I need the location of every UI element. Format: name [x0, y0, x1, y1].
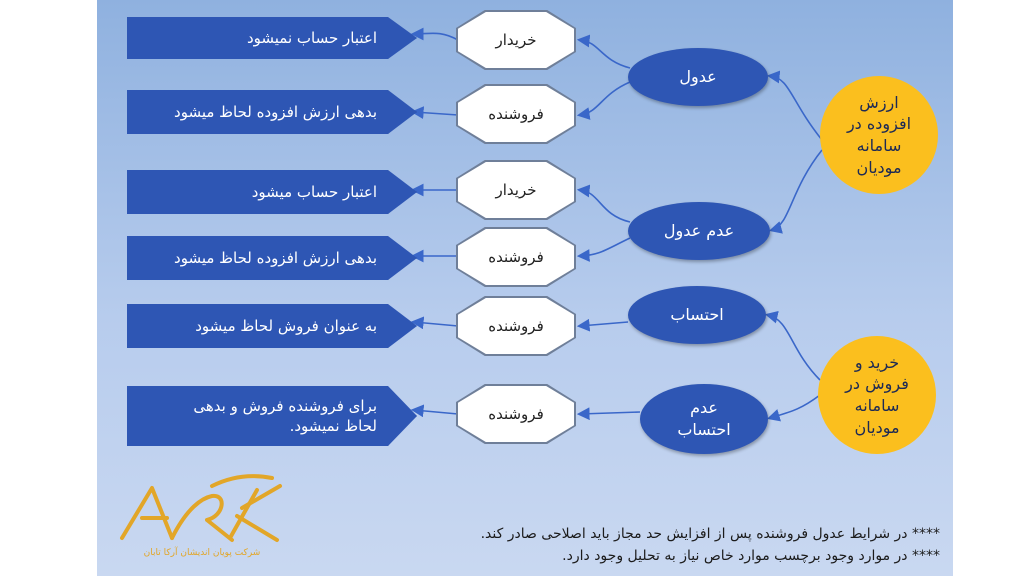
arrow-adam-adol-buyer	[576, 184, 631, 223]
hub-trade-line-2: فروش در	[845, 374, 909, 394]
arrow-hub1-adol	[766, 70, 823, 141]
role-seller-4: فروشنده	[458, 386, 574, 442]
hub-vat-line-4: مودیان	[856, 157, 902, 177]
node-adam-ehtesab-line-1: عدم	[690, 398, 718, 418]
result-6-line-1: برای فروشنده فروش و بدهی	[193, 396, 377, 415]
company-logo	[120, 474, 282, 542]
node-adam-ehtesab: عدم احتساب	[640, 384, 768, 454]
result-box-4: بدهی ارزش افزوده لحاظ میشود	[127, 236, 417, 280]
arrow-adol-seller	[576, 81, 631, 120]
arrow-adam-ehtesab-seller	[576, 407, 641, 421]
footnotes: **** در شرایط عدول فروشنده پس از افزایش …	[380, 524, 940, 567]
result-box-1: اعتبار حساب نمیشود	[127, 17, 417, 59]
hub-vat-line-2: افزوده در	[846, 114, 912, 134]
result-box-5: به عنوان فروش لحاظ میشود	[127, 304, 417, 348]
hub-trade-line-1: خرید و	[854, 352, 900, 372]
hub-trade-line-4: مودیان	[854, 417, 900, 437]
node-ehtesab: احتساب	[628, 286, 766, 344]
result-box-2: بدهی ارزش افزوده لحاظ میشود	[127, 90, 417, 134]
logo-caption: شرکت پویان اندیشان آرکا تابان	[143, 548, 261, 558]
arrow-ehtesab-seller	[576, 318, 629, 332]
result-6-line-2: لحاظ نمیشود.	[289, 417, 377, 435]
role-buyer-2: خریدار	[458, 162, 574, 218]
hub-trade: خرید و فروش در سامانه مودیان	[818, 336, 936, 454]
role-seller-1: فروشنده	[458, 86, 574, 142]
arrow-seller4-result	[410, 404, 459, 418]
result-box-3: اعتبار حساب میشود	[127, 170, 417, 214]
arrow-seller3-result	[410, 316, 459, 330]
hub-vat-line-1: ارزش	[859, 92, 899, 112]
hub-trade-line-3: سامانه	[854, 396, 900, 415]
node-adam-adol: عدم عدول	[628, 202, 770, 260]
footnote-2: **** در موارد وجود برچسب موارد خاص نیاز …	[562, 547, 940, 564]
footnote-1: **** در شرایط عدول فروشنده پس از افزایش …	[480, 526, 940, 542]
arrow-adam-adol-seller	[576, 237, 631, 262]
arrow-hub2-ehtesab	[764, 310, 821, 381]
role-buyer-1: خریدار	[458, 12, 574, 68]
arrow-hub2-adam-ehtesab	[766, 394, 821, 422]
hub-vat-line-3: سامانه	[856, 136, 902, 155]
hub-vat: ارزش افزوده در سامانه مودیان	[820, 76, 938, 194]
arrow-seller1-result	[410, 106, 459, 120]
node-adol: عدول	[628, 48, 768, 106]
result-box-6: برای فروشنده فروش و بدهی لحاظ نمیشود.	[127, 386, 417, 446]
arrow-adol-buyer	[576, 34, 631, 69]
role-seller-3: فروشنده	[458, 298, 574, 354]
arrow-hub1-adam-adol	[768, 149, 823, 234]
arrow-buyer1-result	[410, 27, 459, 41]
node-adam-ehtesab-line-2: احتساب	[677, 420, 731, 439]
role-seller-2: فروشنده	[458, 229, 574, 285]
